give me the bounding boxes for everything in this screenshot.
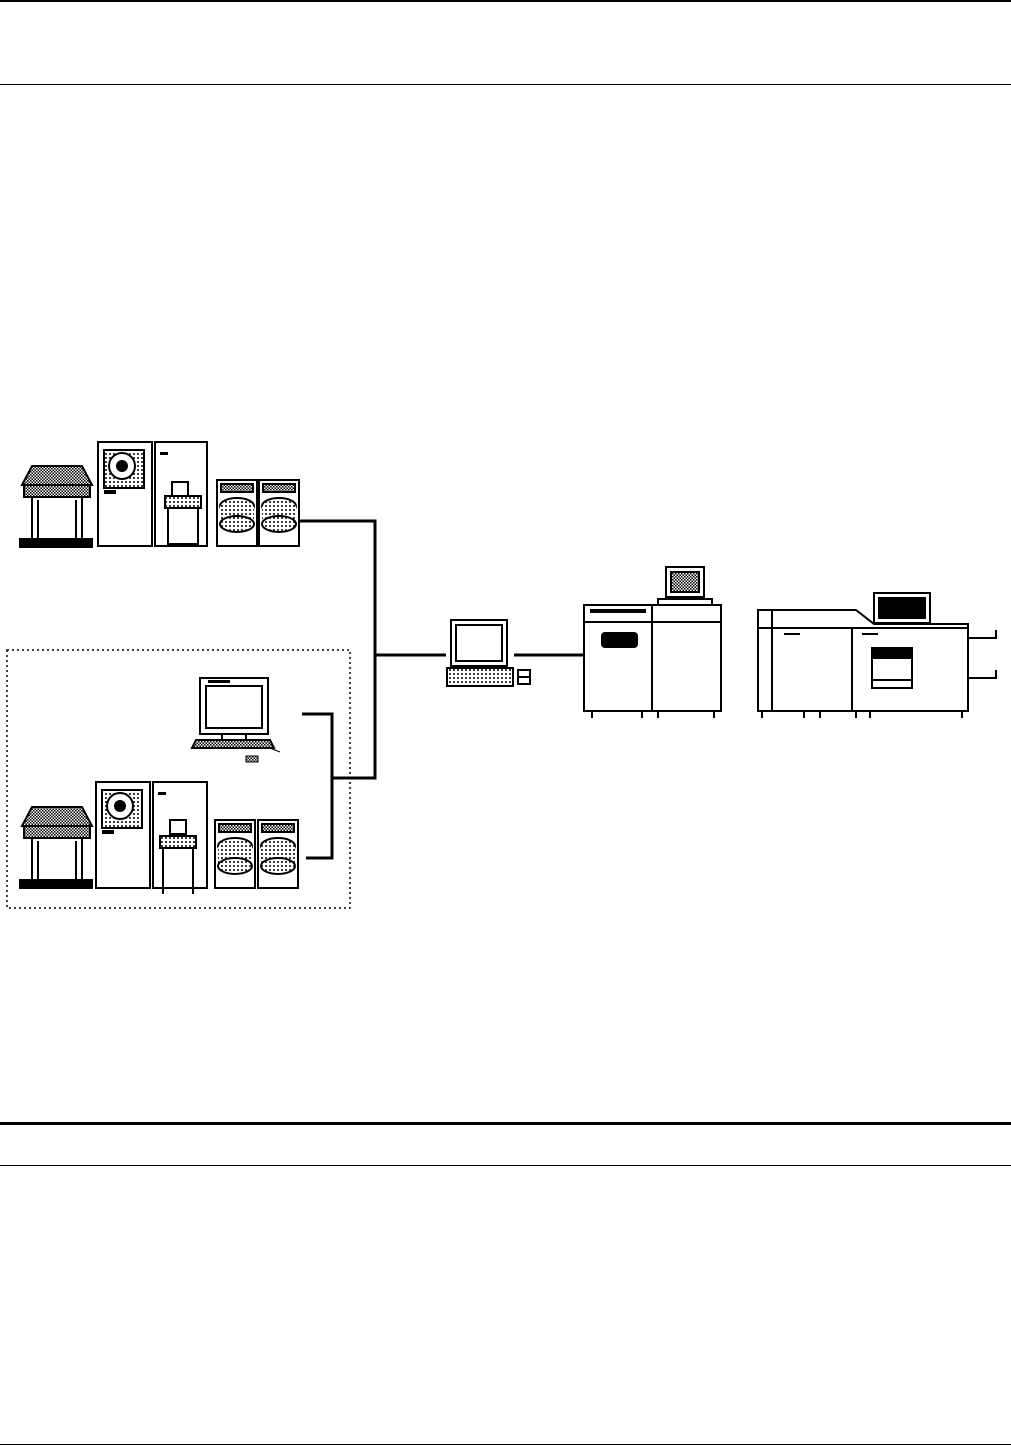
tape-drive-icon [98,442,152,546]
monitor-icon [658,567,712,605]
disk-drive-icon [259,480,299,546]
cpu-cabinet-icon [153,782,207,894]
console-icon [20,807,92,888]
mouse-icon [246,748,280,762]
disk-drive-icon [217,480,257,546]
workstation [192,678,280,762]
printer-icon [758,610,996,718]
monitor-icon [200,678,268,740]
disk-drive-icon [215,820,255,888]
console-icon [20,466,92,547]
printer-icon [584,605,721,718]
host-system-2 [20,782,298,894]
printer-2 [758,593,996,718]
monitor-icon [451,620,507,670]
printer-1 [584,567,721,718]
keyboard-icon [192,740,274,748]
tape-drive-icon [96,782,150,888]
monitor-icon [874,593,930,623]
connection-lines [300,521,584,858]
edge-workstation-to-group [302,714,332,858]
host-system-1 [20,442,299,547]
print-server [447,620,530,686]
disk-drive-icon [258,820,298,888]
keyboard-icon [447,668,530,686]
cpu-cabinet-icon [155,442,207,546]
